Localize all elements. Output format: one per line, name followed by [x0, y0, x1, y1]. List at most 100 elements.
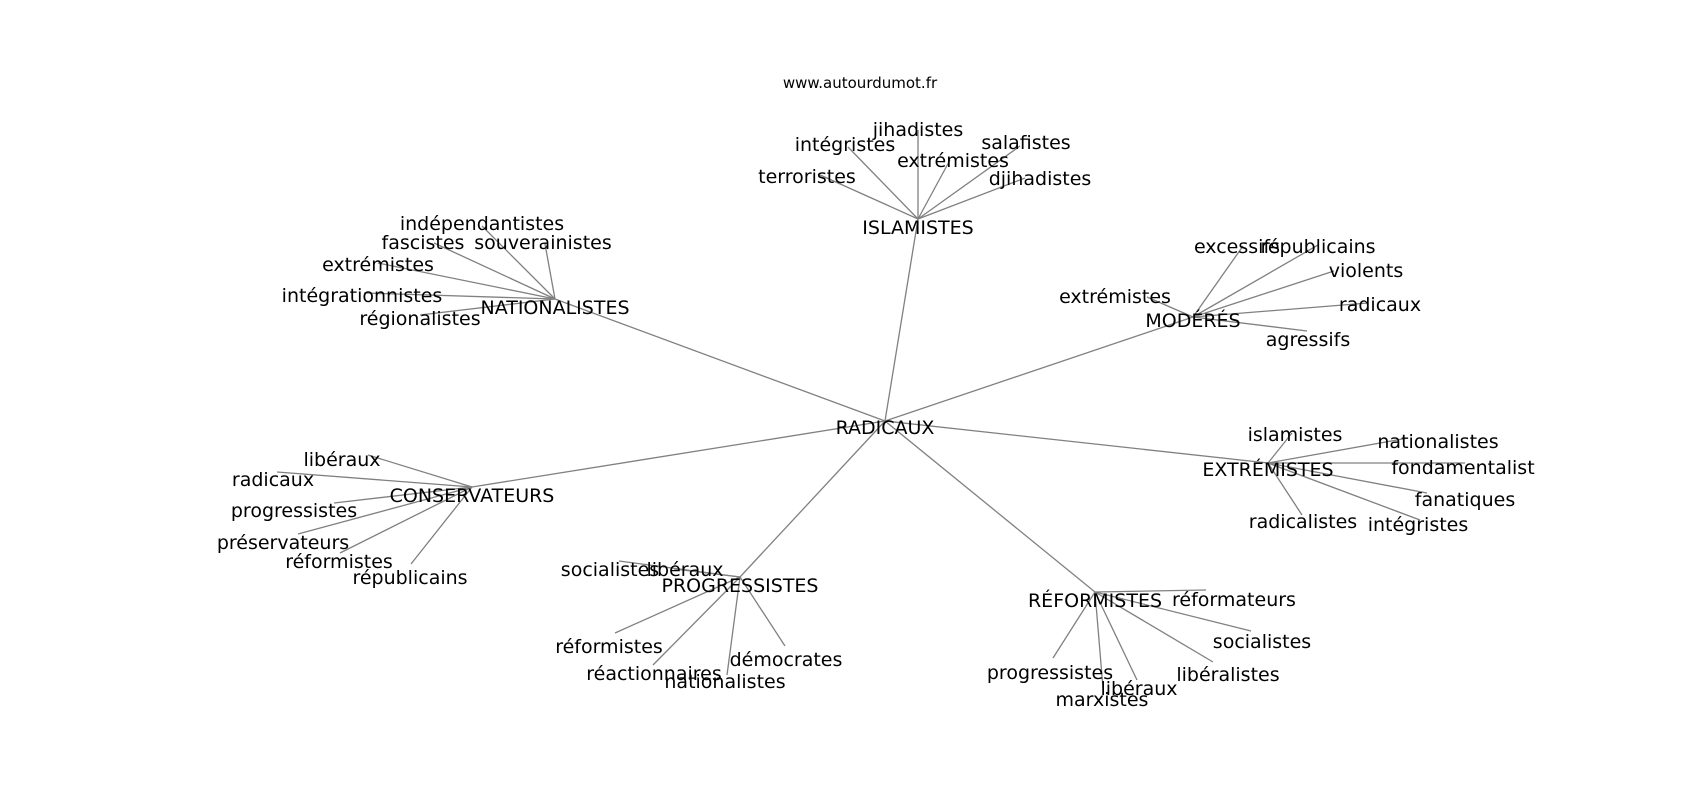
leaf-node-conservateurs-liberaux: libéraux — [303, 449, 380, 471]
edge-progressistes-to-liberaux — [673, 568, 741, 578]
edge-conservateurs-to-reformistes — [339, 486, 473, 554]
leaf-node-extremistes-integristes: intégristes — [1368, 514, 1469, 536]
leaf-node-islamistes-salafistes: salafistes — [981, 132, 1070, 154]
edge-reformistes-to-socialistes — [1094, 591, 1252, 632]
edge-root-to-nationalistes — [554, 298, 886, 422]
edge-conservateurs-to-liberaux — [367, 454, 473, 488]
leaf-node-islamistes-extremistes: extrémistes — [897, 150, 1009, 172]
leaf-node-progressistes-nationalistes: nationalistes — [664, 671, 785, 693]
leaf-node-reformistes-reformateurs: réformateurs — [1172, 589, 1296, 611]
leaf-node-conservateurs-radicaux: radicaux — [232, 469, 314, 491]
edge-nationalistes-to-regionalistes — [419, 298, 556, 316]
leaf-node-nationalistes-fascistes: fascistes — [382, 232, 465, 254]
edge-nationalistes-to-extremistes — [377, 262, 556, 300]
edge-islamistes-to-integristes — [847, 146, 919, 220]
edge-moderes-to-violents — [1192, 270, 1335, 318]
edge-islamistes-to-salafistes — [917, 145, 1021, 220]
graph-edges — [276, 130, 1465, 689]
edge-root-to-progressistes — [739, 420, 886, 578]
edge-conservateurs-to-republicains — [410, 486, 473, 565]
leaf-node-conservateurs-progressistes: progressistes — [231, 500, 357, 522]
hub-node-nationalistes: NATIONALISTES — [480, 297, 629, 319]
leaf-node-conservateurs-republicains: républicains — [352, 567, 467, 589]
edge-moderes-to-agressifs — [1192, 316, 1308, 332]
leaf-node-nationalistes-extremistes: extrémistes — [322, 254, 434, 276]
root-node-label: RADICAUX — [836, 417, 935, 439]
leaf-node-reformistes-progressistes: progressistes — [987, 662, 1113, 684]
edge-root-to-islamistes — [884, 218, 919, 422]
leaf-node-moderes-republicains: républicains — [1260, 236, 1375, 258]
leaf-node-extremistes-islamistes: islamistes — [1248, 424, 1343, 446]
edge-reformistes-to-liberaux — [1094, 591, 1138, 681]
edge-conservateurs-to-progressistes — [333, 486, 473, 504]
edge-islamistes-to-terroristes — [817, 173, 919, 220]
edge-nationalistes-to-integrationnistes — [363, 292, 556, 300]
site-url: www.autourdumot.fr — [783, 74, 938, 92]
leaf-node-islamistes-terroristes: terroristes — [758, 166, 856, 188]
leaf-node-moderes-extremistes: extrémistes — [1059, 286, 1171, 308]
edge-nationalistes-to-souverainistes — [544, 243, 556, 300]
leaf-node-reformistes-liberaux: libéraux — [1100, 678, 1177, 700]
edge-extremistes-to-integristes — [1267, 462, 1421, 521]
edge-progressistes-to-democrates — [739, 576, 786, 647]
edge-moderes-to-excessifs — [1192, 245, 1244, 318]
edge-progressistes-to-reformistes — [614, 576, 741, 634]
edge-nationalistes-to-independantistes — [481, 225, 556, 300]
edge-progressistes-to-nationalistes — [726, 576, 741, 676]
edge-root-to-extremistes — [884, 420, 1269, 464]
edge-moderes-to-republicains — [1192, 244, 1319, 318]
edge-root-to-conservateurs — [471, 420, 886, 488]
leaf-node-moderes-agressifs: agressifs — [1266, 329, 1350, 351]
edge-moderes-to-radicaux — [1192, 302, 1369, 318]
edge-reformistes-to-liberalistes — [1094, 591, 1214, 663]
leaf-node-moderes-radicaux: radicaux — [1339, 294, 1421, 316]
leaf-node-progressistes-socialistes: socialistes — [561, 559, 659, 581]
edge-extremistes-to-fanatiques — [1267, 462, 1428, 494]
leaf-node-progressistes-reformistes: réformistes — [555, 636, 663, 658]
edge-conservateurs-to-preservateurs — [297, 486, 473, 535]
leaf-node-conservateurs-preservateurs: préservateurs — [217, 532, 349, 554]
leaf-node-islamistes-integristes: intégristes — [795, 134, 896, 156]
leaf-node-nationalistes-souverainistes: souverainistes — [474, 232, 612, 254]
leaf-node-reformistes-marxistes: marxistes — [1056, 689, 1149, 711]
leaf-node-nationalistes-regionalistes: régionalistes — [359, 308, 480, 330]
edge-reformistes-to-reformateurs — [1094, 589, 1207, 593]
hub-node-reformistes: RÉFORMISTES — [1028, 589, 1162, 612]
edge-conservateurs-to-radicaux — [276, 471, 473, 488]
leaf-node-nationalistes-integrationnistes: intégrationnistes — [282, 285, 443, 307]
leaf-node-reformistes-liberalistes: libéralistes — [1176, 664, 1279, 686]
edge-moderes-to-extremistes — [1146, 296, 1194, 318]
leaf-node-moderes-violents: violents — [1329, 260, 1404, 282]
leaf-node-progressistes-liberaux: libéraux — [646, 559, 723, 581]
edge-extremistes-to-radicalistes — [1267, 462, 1303, 516]
leaf-node-extremistes-nationalistes: nationalistes — [1377, 431, 1498, 453]
edge-root-to-reformistes — [884, 420, 1096, 593]
leaf-node-extremistes-fanatiques: fanatiques — [1415, 489, 1515, 511]
edge-root-to-moderes — [884, 316, 1194, 422]
hub-node-islamistes: ISLAMISTES — [862, 217, 973, 239]
edge-progressistes-to-reactionnaires — [652, 576, 741, 666]
leaf-node-conservateurs-reformistes: réformistes — [285, 551, 393, 573]
leaf-node-progressistes-reactionnaires: réactionnaires — [586, 663, 722, 685]
edge-nationalistes-to-fascistes — [433, 242, 556, 300]
hub-node-extremistes: EXTRÉMISTES — [1202, 458, 1333, 481]
hub-node-progressistes: PROGRESSISTES — [661, 575, 818, 597]
leaf-node-progressistes-democrates: démocrates — [730, 649, 843, 671]
leaf-node-islamistes-jihadistes: jihadistes — [872, 119, 964, 141]
edge-islamistes-to-djihadistes — [917, 177, 1026, 220]
leaf-node-islamistes-djihadistes: djihadistes — [989, 168, 1092, 190]
edge-reformistes-to-progressistes — [1052, 591, 1096, 659]
edge-extremistes-to-nationalistes — [1267, 437, 1409, 464]
leaf-node-nationalistes-independantistes: indépendantistes — [400, 213, 564, 235]
edge-islamistes-to-extremistes — [917, 159, 951, 220]
leaf-node-extremistes-radicalistes: radicalistes — [1249, 511, 1357, 533]
leaf-node-reformistes-socialistes: socialistes — [1213, 631, 1311, 653]
leaf-node-moderes-excessifs: excessifs — [1194, 236, 1280, 258]
edge-reformistes-to-marxistes — [1094, 591, 1104, 689]
hub-node-conservateurs: CONSERVATEURS — [390, 485, 555, 507]
edge-extremistes-to-islamistes — [1267, 432, 1293, 464]
hub-node-moderes: MODÉRÉS — [1145, 309, 1240, 332]
leaf-node-extremistes-fondamentalist: fondamentalist — [1391, 457, 1534, 479]
